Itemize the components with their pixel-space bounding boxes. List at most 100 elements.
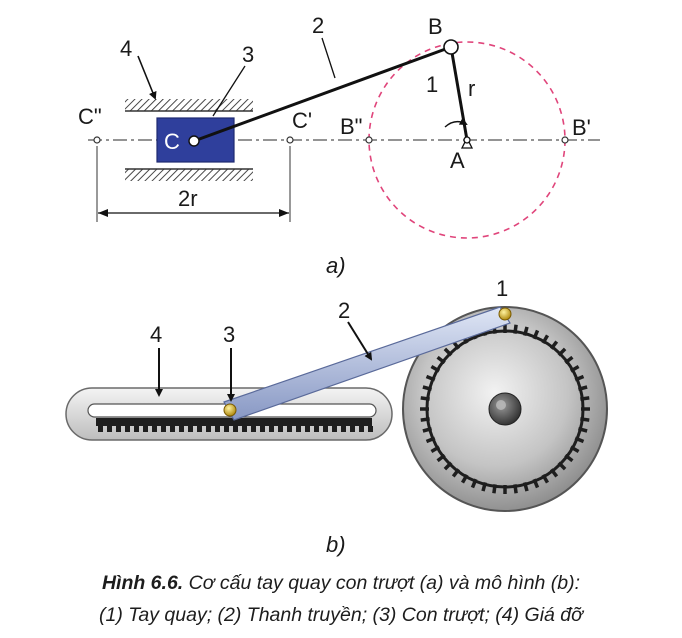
wheel-tooth [425, 374, 436, 382]
label-point-b1: B' [572, 115, 591, 140]
wheel-tooth [564, 355, 574, 365]
joint-b [443, 39, 459, 55]
label-stroke-length: 2r [178, 186, 198, 211]
point-c2-mark [93, 136, 101, 144]
rack-tooth [278, 426, 283, 432]
figure-number: Hình 6.6. [101, 572, 184, 594]
rack-tooth [116, 426, 121, 432]
wheel-tooth [422, 426, 433, 433]
caption-line-2: (1) Tay quay; (2) Thanh truyền; (3) Con … [99, 604, 583, 626]
label-point-b: B [428, 14, 443, 39]
rack-tooth [341, 426, 346, 432]
wheel-tooth [443, 347, 453, 357]
leader-4 [137, 55, 157, 100]
wheel-tooth [460, 473, 469, 484]
wheel-tooth [549, 340, 559, 350]
rack-tooth [359, 426, 364, 432]
wheel-tooth [577, 426, 588, 433]
rack-tooth [314, 426, 319, 432]
wheel-tooth [470, 478, 478, 489]
model-pin-crank [498, 307, 512, 321]
wheel-tooth [422, 385, 433, 392]
wheel-tooth [430, 364, 441, 373]
wheel-tooth [564, 453, 574, 463]
leader-3 [212, 65, 246, 117]
wheel-tooth [481, 481, 488, 492]
rack-tooth [125, 426, 130, 432]
wheel-tooth [549, 468, 559, 478]
label-part-4: 4 [120, 36, 132, 61]
figure-caption-line-2: (1) Tay quay; (2) Thanh truyền; (3) Con … [0, 600, 682, 630]
wheel-tooth [541, 334, 550, 345]
rack-tooth [188, 426, 193, 432]
wheel-tooth [580, 417, 590, 422]
model-leader-2 [347, 321, 373, 361]
guide-bottom [125, 169, 253, 181]
wheel-tooth [580, 396, 590, 401]
label-point-b2: B" [340, 114, 362, 139]
rack-tooth [332, 426, 337, 432]
wheel-tooth [513, 484, 518, 494]
model-label-part-4: 4 [150, 322, 162, 347]
label-part-1: 1 [426, 72, 438, 97]
wheel-tooth [430, 445, 441, 454]
model-label-part-1: 1 [496, 276, 508, 301]
rack-tooth [233, 426, 238, 432]
rack-tooth [251, 426, 256, 432]
wheel-tooth [436, 355, 446, 365]
rack-tooth [323, 426, 328, 432]
connecting-rod [193, 45, 452, 143]
model-rack [96, 418, 372, 426]
diagram-a: 4 3 2 B 1 r C" C C' B" A B' 2r a) [78, 13, 600, 278]
diagram-b: 4 3 2 1 b) [65, 276, 608, 557]
model-hub [488, 392, 522, 426]
wheel-tooth [420, 417, 430, 422]
label-point-c: C [164, 129, 180, 154]
wheel-tooth [522, 481, 529, 492]
label-part-3: 3 [242, 42, 254, 67]
wheel-tooth [420, 396, 430, 401]
rack-tooth [197, 426, 202, 432]
model-rack-teeth [98, 426, 373, 432]
wheel-tooth [443, 461, 453, 471]
wheel-tooth [574, 374, 585, 382]
rack-tooth [134, 426, 139, 432]
rack-tooth [170, 426, 175, 432]
rack-tooth [350, 426, 355, 432]
rack-tooth [179, 426, 184, 432]
point-b2-mark [365, 136, 373, 144]
rack-tooth [260, 426, 265, 432]
wheel-tooth [532, 478, 540, 489]
rack-tooth [242, 426, 247, 432]
label-point-a: A [450, 148, 465, 173]
crank [449, 46, 469, 141]
wheel-tooth [451, 468, 461, 478]
wheel-tooth [557, 347, 567, 357]
rack-tooth [161, 426, 166, 432]
wheel-tooth [425, 436, 436, 444]
rack-tooth [143, 426, 148, 432]
wheel-tooth [436, 453, 446, 463]
wheel-tooth [577, 385, 588, 392]
rack-tooth [296, 426, 301, 432]
model-label-part-2: 2 [338, 298, 350, 323]
rotation-arrow-icon [444, 117, 468, 128]
point-c1-mark [286, 136, 294, 144]
wheel-tooth [557, 461, 567, 471]
rack-tooth [206, 426, 211, 432]
label-point-c1: C' [292, 108, 312, 133]
rack-tooth [287, 426, 292, 432]
wheel-tooth [569, 364, 580, 373]
wheel-tooth [569, 445, 580, 454]
wheel-tooth [492, 484, 497, 494]
rack-tooth [305, 426, 310, 432]
panel-label-a: a) [326, 253, 346, 278]
rack-tooth [107, 426, 112, 432]
model-label-part-3: 3 [223, 322, 235, 347]
wheel-tooth [532, 329, 540, 340]
rack-tooth [215, 426, 220, 432]
caption-line-1: Cơ cấu tay quay con trượt (a) và mô hình… [188, 572, 581, 594]
panel-label-b: b) [326, 532, 346, 557]
wheel-tooth [513, 324, 518, 334]
